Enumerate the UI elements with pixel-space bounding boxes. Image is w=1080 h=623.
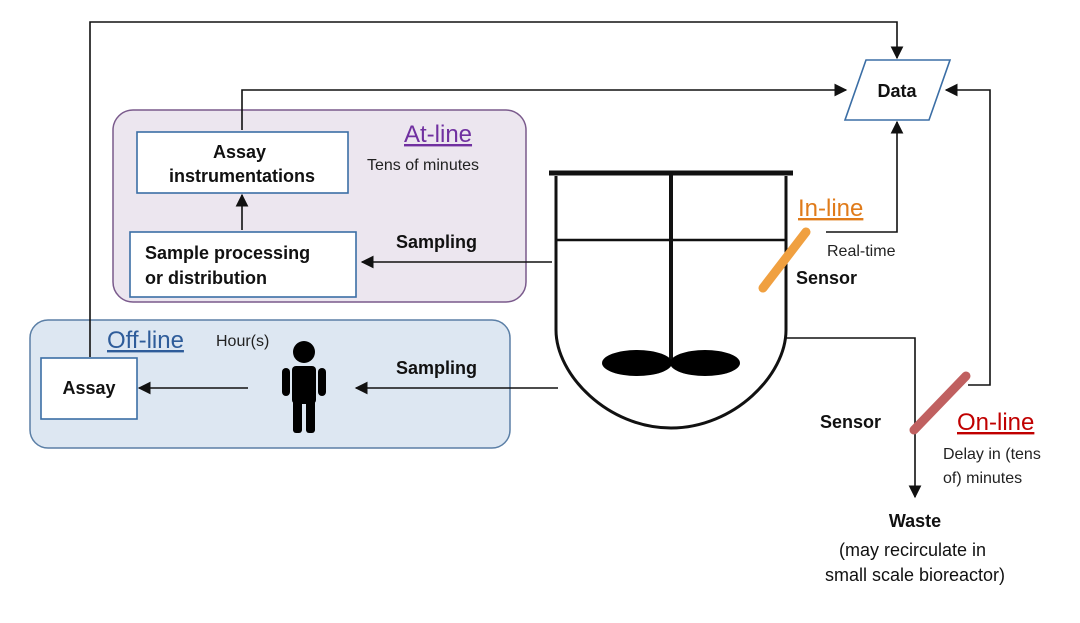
impeller-blade-left	[602, 350, 672, 376]
waste-note-line-1: (may recirculate in	[839, 540, 986, 560]
person-icon-left-leg	[293, 400, 302, 433]
in-line-heading: In-line	[798, 195, 863, 222]
in-line-sensor-label: Sensor	[796, 268, 857, 288]
on-line-timing: Delay in (tens of) minutes	[943, 446, 1045, 487]
assay-instrumentations-line-2: instrumentations	[169, 166, 315, 186]
sample-processing-label: Sample processing or distribution	[145, 243, 315, 288]
on-line-heading: On-line	[957, 409, 1034, 436]
sample-processing-line-2: or distribution	[145, 268, 267, 288]
on-line-timing-line-2: of) minutes	[943, 470, 1022, 487]
sample-processing-line-1: Sample processing	[145, 243, 310, 263]
atline-to-data-connector	[241, 83, 848, 130]
off-line-sampling-label: Sampling	[396, 358, 477, 378]
person-icon	[282, 341, 326, 433]
assay-instrumentations-box	[136, 131, 349, 194]
waste-label: Waste	[889, 511, 941, 531]
off-line-panel	[29, 319, 511, 449]
bioreactor	[549, 170, 793, 430]
person-icon-right-leg	[306, 400, 315, 433]
on-line-sensor-label: Sensor	[820, 412, 881, 432]
waste-note-line-2: small scale bioreactor)	[825, 565, 1005, 585]
impeller-blade-right	[670, 350, 740, 376]
person-icon-body	[292, 366, 316, 404]
at-line-heading: At-line	[404, 121, 472, 148]
offline-to-data-connector	[89, 21, 904, 357]
bioreactor-vessel	[554, 176, 788, 430]
data-node	[843, 59, 952, 121]
person-icon-left-arm	[282, 368, 290, 396]
assay-box	[40, 357, 138, 420]
in-line-timing: Real-time	[827, 243, 896, 260]
inline-to-data-connector	[826, 120, 904, 233]
online-to-data-connector	[944, 83, 991, 386]
at-line-timing: Tens of minutes	[367, 157, 479, 174]
reactor-outlet-to-waste	[786, 337, 922, 499]
off-line-heading: Off-line	[107, 327, 184, 354]
impeller-blades	[602, 350, 740, 376]
assay-instrumentations-label: Assay instrumentations	[169, 142, 315, 186]
in-line-sensor	[758, 227, 811, 293]
waste-note: (may recirculate in small scale bioreact…	[825, 540, 1005, 585]
on-line-timing-line-1: Delay in (tens	[943, 446, 1041, 463]
assay-instrumentations-line-1: Assay	[213, 142, 266, 162]
person-icon-right-arm	[318, 368, 326, 396]
person-icon-head	[293, 341, 315, 363]
data-node-label: Data	[877, 81, 917, 101]
off-line-timing: Hour(s)	[216, 333, 269, 350]
assay-label: Assay	[62, 378, 115, 398]
sample-processing-box	[129, 231, 357, 298]
on-line-sensor	[909, 371, 971, 435]
at-line-sampling-label: Sampling	[396, 232, 477, 252]
